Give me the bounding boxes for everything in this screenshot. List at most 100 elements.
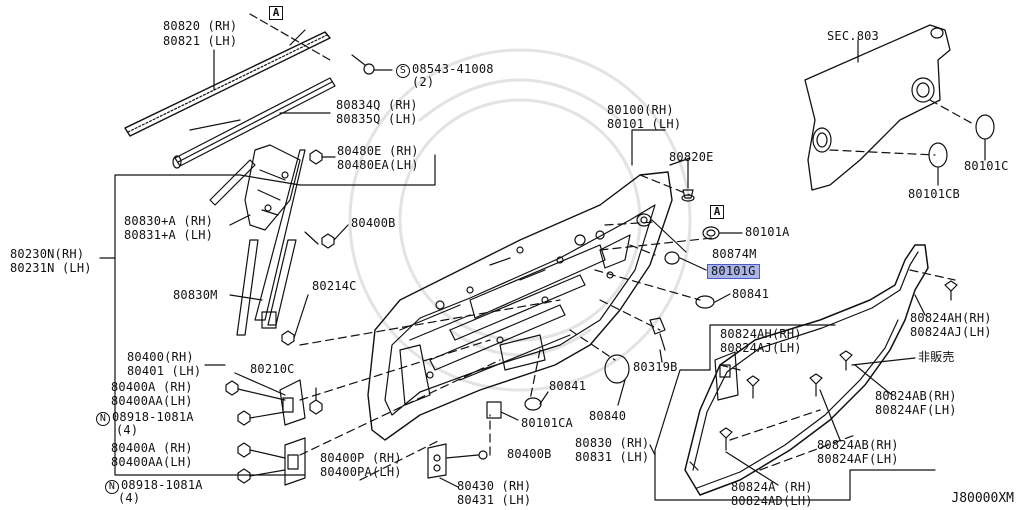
label-80824af-2: 80824AF(LH) [817,452,899,466]
grommet-80874m-icon [636,213,652,227]
label-80830m: 80830M [173,288,218,302]
plug-80101cb-icon [928,142,948,168]
label-80831a: 80831+A (LH) [124,228,214,242]
label-80831: 80831 (LH) [575,450,650,464]
clip-icons [719,280,958,451]
label-80431: 80431 (LH) [457,493,532,507]
assembly-lines [299,174,713,481]
label-80400p: 80400P (RH) [320,451,402,465]
label-80824ad: 80824AD(LH) [731,494,813,508]
upper-hinge-icon [234,372,306,426]
label-80824ah-1: 80824AH(RH) [720,327,802,341]
bolt-80400a2-icon [237,442,286,459]
label-80480ea: 80480EA(LH) [337,158,419,172]
clip-80319b-icon [649,317,666,351]
label-80820e: 80820E [669,150,714,164]
diagram-code: J80000XM [951,491,1014,506]
callout-a-top: A [269,6,283,20]
label-08918-a-qty: (4) [116,423,139,437]
label-80319b: 80319B [633,360,678,374]
plug-80101g-icon [664,251,680,265]
label-80214c: 80214C [312,279,357,293]
weatherstrip-icon [684,244,929,496]
label-08543-text: 08543-41008 [412,62,494,76]
label-80400b: 80400B [351,216,396,230]
pad-80101ca-icon [486,401,502,419]
label-80231n: 80231N (LH) [10,261,92,275]
label-80100: 80100(RH) [607,103,674,117]
label-08918-b-qty: (4) [118,491,141,505]
label-80101a: 80101A [745,225,790,239]
group-bracket-80230n [114,154,436,476]
n-symbol-icon: N [96,412,110,426]
weatherstrip-group-bracket [654,324,836,501]
label-80480e: 80480E (RH) [337,144,419,158]
s-symbol-icon: S [396,64,410,78]
label-80841-b: 80841 [549,379,587,393]
nut-08918b-icon [237,468,286,484]
screw-08543-icon [351,54,393,75]
label-80824ab-1: 80824AB(RH) [875,389,957,403]
clip-80820e-icon [681,159,695,202]
label-80830a: 80830+A (RH) [124,214,214,228]
label-80824ab-2: 80824AB(RH) [817,438,899,452]
label-80101ca: 80101CA [521,416,573,430]
label-80824ah-2: 80824AH(RH) [910,311,992,325]
plug-80101c-icon [975,114,995,140]
label-hanbai: 非販売 [918,350,955,364]
label-80230n: 80230N(RH) [10,247,85,261]
label-80841: 80841 [732,287,770,301]
bolt-80210c-icon [309,387,323,415]
label-80101cb: 80101CB [908,187,960,201]
label-80824a: 80824A (RH) [731,480,813,494]
label-80400pa: 80400PA(LH) [320,465,402,479]
label-80400aa-1: 80400AA(LH) [111,394,193,408]
seal-80840-icon [604,354,630,384]
label-80210c: 80210C [250,362,295,376]
plug-80101a-icon [702,226,720,240]
bolt-80480e-icon [309,149,336,165]
sec803-panel [804,24,951,191]
label-80401: 80401 (LH) [127,364,202,378]
label-80400aa-2: 80400AA(LH) [111,455,193,469]
window-regulator-icon [209,144,301,231]
label-80400a-1: 80400A (RH) [111,380,193,394]
label-80821: 80821 (LH) [163,34,238,48]
label-80400b-lower: 80400B [507,447,552,461]
sec803-assembly-lines [829,99,976,156]
bolt-80400a-icon [225,380,286,401]
label-08543-qty: (2) [412,75,435,89]
label-80834q: 80834Q (RH) [336,98,418,112]
bolt-80400b-icon [304,224,349,249]
label-08918-a-text: 08918-1081A [112,410,194,424]
door-shell [367,171,673,441]
label-80400: 80400(RH) [127,350,194,364]
label-80874m: 80874M [712,247,757,261]
label-80840: 80840 [589,409,627,423]
outer-moulding [124,31,331,137]
guide-rail-icon [229,149,306,336]
label-80830: 80830 (RH) [575,436,650,450]
label-80101g: 80101G [707,264,760,279]
label-80101: 80101 (LH) [607,117,682,131]
nut-08918a-icon [237,410,286,426]
bolt-80214c-icon [281,294,309,346]
retainer-80824ah-icon [714,351,739,401]
seal-80841b-icon [524,397,542,411]
label-80400a-2: 80400A (RH) [111,441,193,455]
striker-80430-icon [427,443,488,479]
leader-lines [204,29,743,488]
callout-a-door: A [710,205,724,219]
label-08918-b-text: 08918-1081A [121,478,203,492]
label-80820: 80820 (RH) [163,19,238,33]
label-80430: 80430 (RH) [457,479,532,493]
label-80101c: 80101C [964,159,1009,173]
inner-seal [172,77,336,169]
label-80824af-1: 80824AF(LH) [875,403,957,417]
lower-hinge-icon [284,437,306,486]
label-sec803: SEC.803 [827,29,879,43]
